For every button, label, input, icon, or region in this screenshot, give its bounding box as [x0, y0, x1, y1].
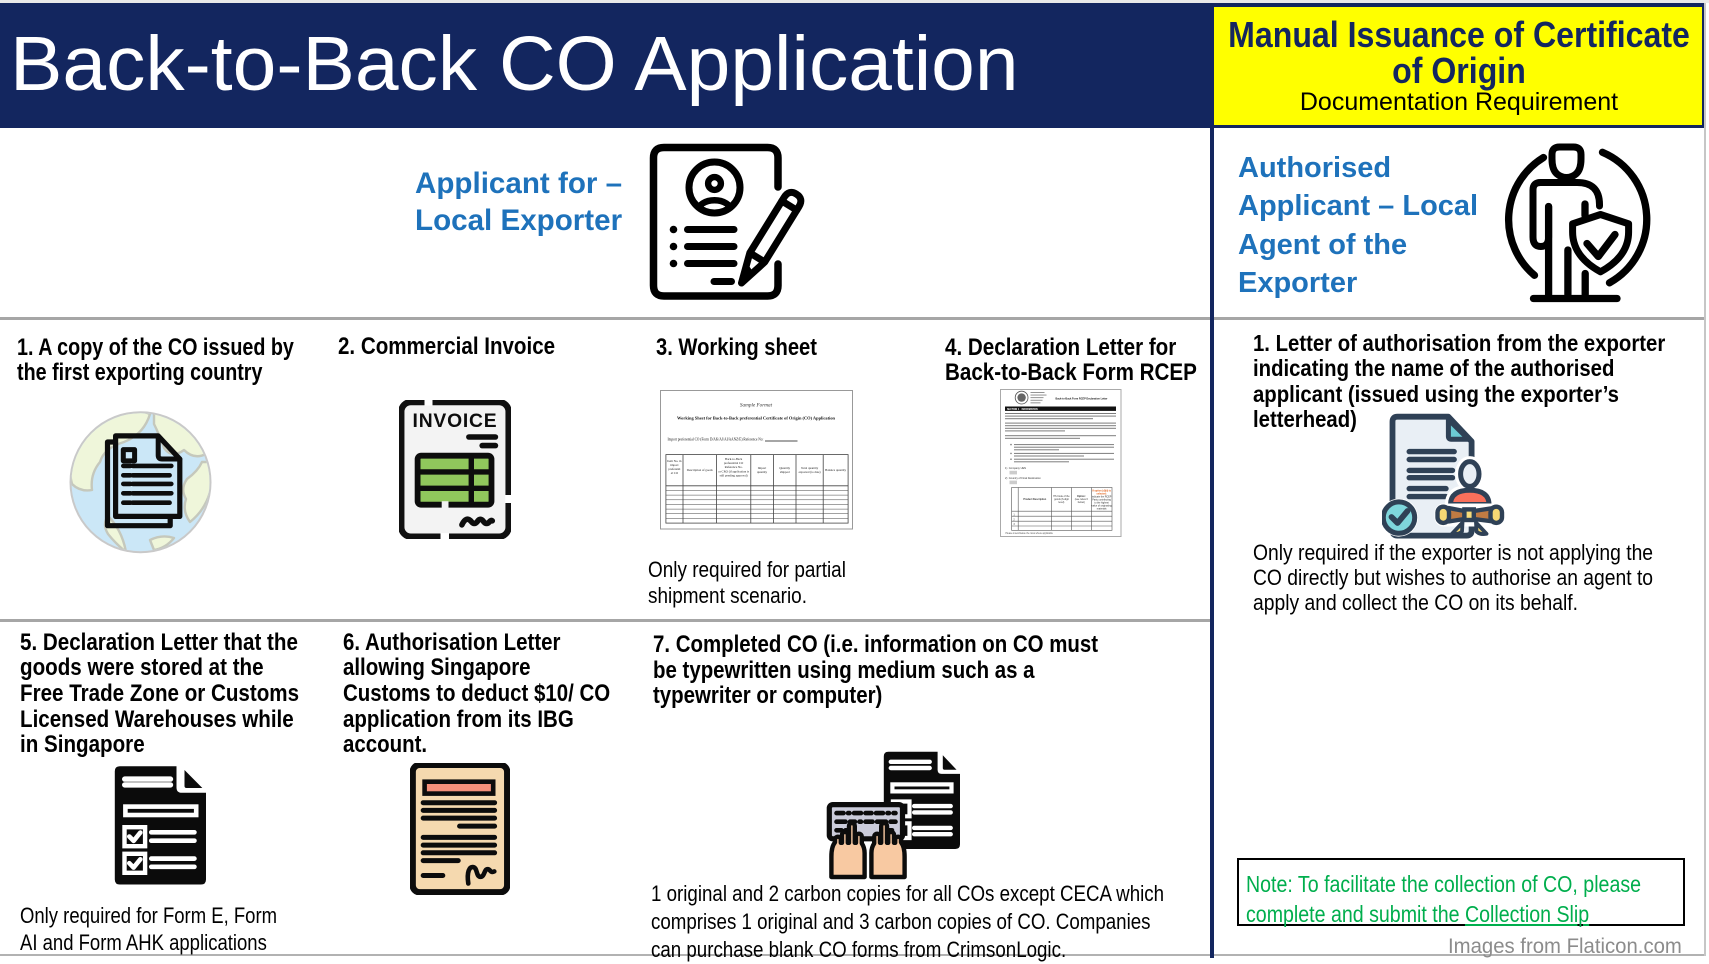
svg-text:exported (to date): exported (to date): [799, 470, 821, 474]
svg-text:indicate the RCEP: indicate the RCEP: [1092, 496, 1112, 499]
svg-text:Import: Import: [758, 466, 767, 470]
svg-text:Reference No.: Reference No.: [725, 465, 743, 469]
svg-text:2: 2: [1013, 518, 1015, 521]
svg-text:SECTION 1 INFORMATION: SECTION 1 INFORMATION: [1007, 408, 1038, 411]
svg-text:(see notes 6: (see notes 6: [1075, 498, 1089, 501]
svg-text:2) Country of Final Destinati: 2) Country of Final Destination: [1005, 476, 1041, 480]
svg-text:Total quantity: Total quantity: [801, 466, 819, 470]
svg-text:Balance quantity: Balance quantity: [825, 468, 846, 472]
svg-text:goods (6-digit: goods (6-digit: [1054, 498, 1069, 501]
svg-text:shipped: shipped: [780, 470, 790, 474]
svg-text:Product Description: Product Description: [1023, 498, 1046, 501]
svg-text:HS Code of the: HS Code of the: [1053, 495, 1070, 498]
svg-text:Option:: Option:: [1077, 495, 1086, 498]
svg-text:al CO: al CO: [671, 471, 679, 475]
svg-text:If option (d)(ii) is: If option (d)(ii) is: [1092, 490, 1111, 493]
svg-text:INVOICE: INVOICE: [413, 411, 498, 432]
svg-text:value of originating: value of originating: [1092, 505, 1113, 508]
svg-text:import: import: [670, 463, 678, 467]
svg-text:level): level): [1059, 501, 1065, 504]
svg-text:Sample Format: Sample Format: [740, 402, 773, 408]
svg-text:to the highest: to the highest: [1094, 502, 1109, 505]
svg-text:still pending approval): still pending approval): [720, 473, 748, 477]
svg-text:Description of goods: Description of goods: [687, 468, 714, 472]
svg-text:Item No. in: Item No. in: [667, 459, 682, 463]
svg-text:below): below): [1078, 501, 1085, 504]
svg-text:Party contributing: Party contributing: [1092, 499, 1111, 502]
svg-text:Working Sheet for Back-to-Back: Working Sheet for Back-to-Back preferent…: [677, 415, 835, 420]
svg-text:quantity: quantity: [757, 470, 768, 474]
svg-text:Please insert/delete the rows: Please insert/delete the rows where appl…: [1006, 532, 1054, 535]
svg-text:3: 3: [1013, 523, 1015, 526]
svg-text:or CRO (if application is: or CRO (if application is: [718, 469, 750, 473]
svg-text:selected:: selected:: [1096, 493, 1107, 496]
svg-text:Back-to-Back: Back-to-Back: [725, 457, 743, 461]
svg-text:Import preferential CO (Form D: Import preferential CO (Form D/AK/AJ/AI/…: [668, 436, 764, 441]
svg-text:preferential CO: preferential CO: [724, 461, 744, 465]
svg-text:Back-to-Back Form RCEP Declara: Back-to-Back Form RCEP Declaration Lette…: [1056, 397, 1108, 401]
svg-text:Quantity: Quantity: [779, 466, 790, 470]
svg-text:1) Company UEN: 1) Company UEN: [1005, 466, 1026, 470]
svg-text:preferenti: preferenti: [668, 467, 680, 471]
svg-text:materials: materials: [1097, 508, 1108, 511]
svg-text:1: 1: [1013, 513, 1015, 516]
